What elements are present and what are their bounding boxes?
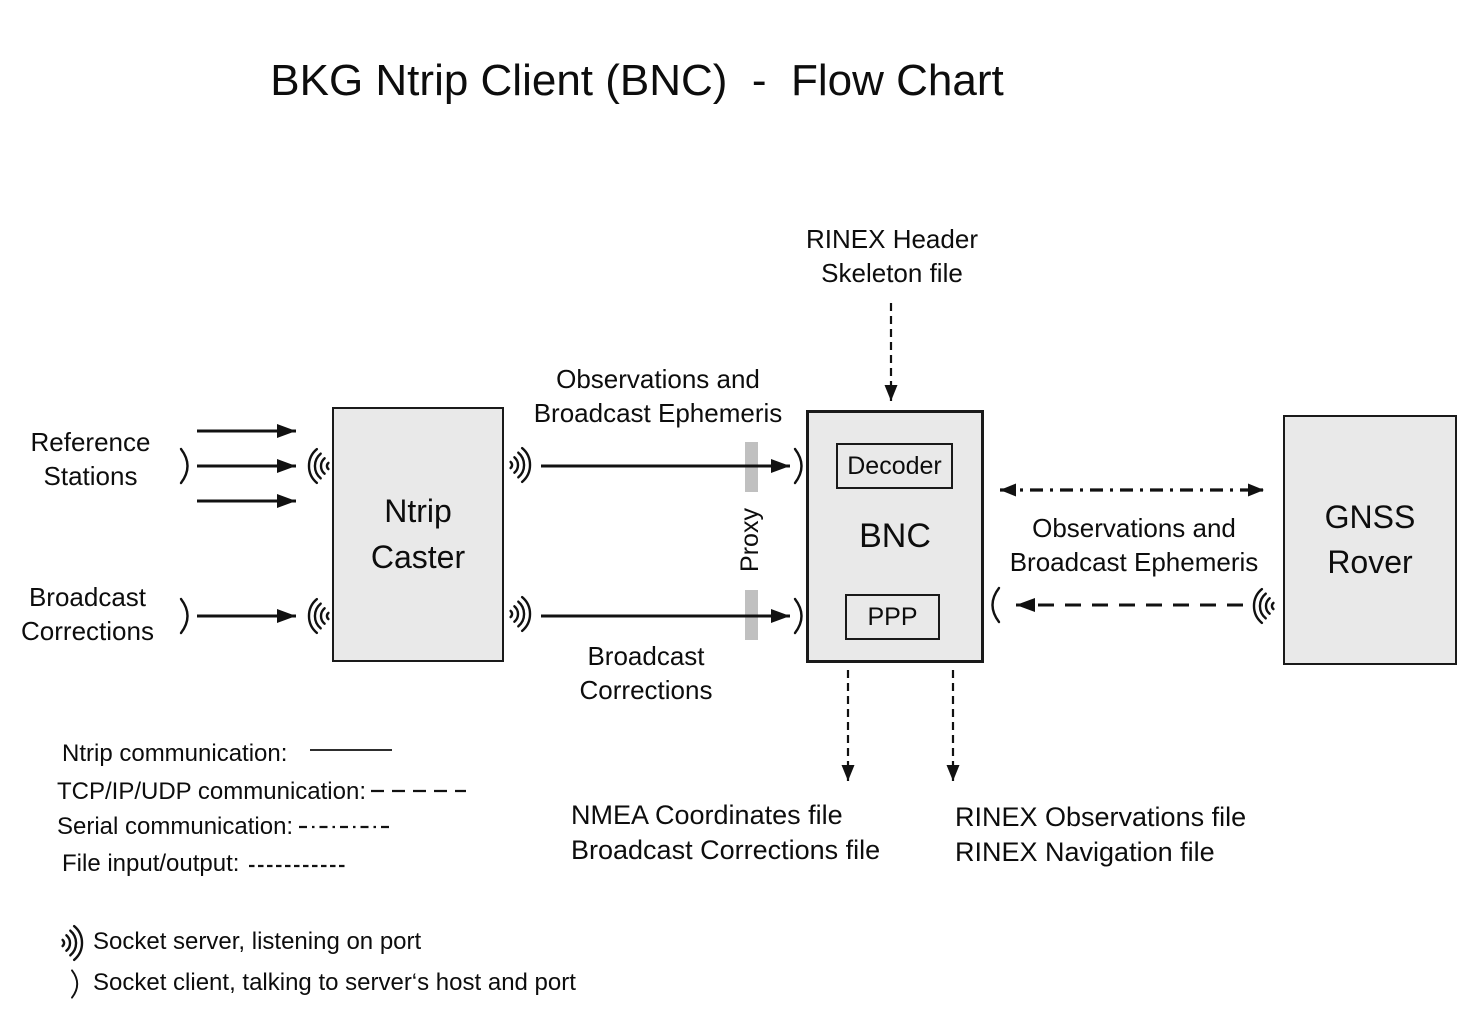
output-files-left-label: NMEA Coordinates file Broadcast Correcti… [571,800,881,866]
proxy-bar-top [745,442,758,492]
socket-server-icon [307,597,330,635]
ntrip-caster-box: Ntrip Caster [332,407,504,662]
decoder-box: Decoder [836,443,953,489]
socket-client-icon [793,597,803,635]
proxy-label: Proxy [736,508,764,572]
socket-client-icon [179,447,189,485]
proxy-bar-bottom [745,590,758,640]
legend-ntrip-label: Ntrip communication: [62,740,288,767]
gnss-rover-box: GNSS Rover [1283,415,1457,665]
bnc-box: BNC [806,410,984,663]
socket-server-icon [307,447,330,485]
socket-client-icon [991,586,1001,624]
observations-ephemeris-left-label: Observations and Broadcast Ephemeris [533,364,783,429]
legend-socket-server-label: Socket server, listening on port [93,928,422,955]
socket-server-icon [509,446,532,484]
legend-file-io-label: File input/output: [62,850,240,877]
socket-server-icon [1252,587,1275,625]
broadcast-corrections-stream-label: Broadcast Corrections [579,641,713,706]
socket-server-icon [509,595,532,633]
reference-stations-label: Reference Stations [30,427,151,492]
rinex-header-skeleton-label: RINEX Header Skeleton file [806,224,978,289]
legend-socket-client-label: Socket client, talking to server‘s host … [93,969,576,996]
legend-serial-label: Serial communication: [57,813,294,840]
socket-client-icon [793,447,803,485]
observations-ephemeris-right-label: Observations and Broadcast Ephemeris [1009,513,1259,578]
page-title: BKG Ntrip Client (BNC) - Flow Chart [270,56,1004,105]
broadcast-corrections-input-label: Broadcast Corrections [21,582,154,647]
legend-tcp-label: TCP/IP/UDP communication: [57,778,366,805]
socket-client-icon [71,969,79,999]
output-files-right-label: RINEX Observations file RINEX Navigation… [955,802,1247,868]
socket-server-icon [61,924,84,962]
ppp-box: PPP [845,594,940,640]
socket-client-icon [179,597,189,635]
